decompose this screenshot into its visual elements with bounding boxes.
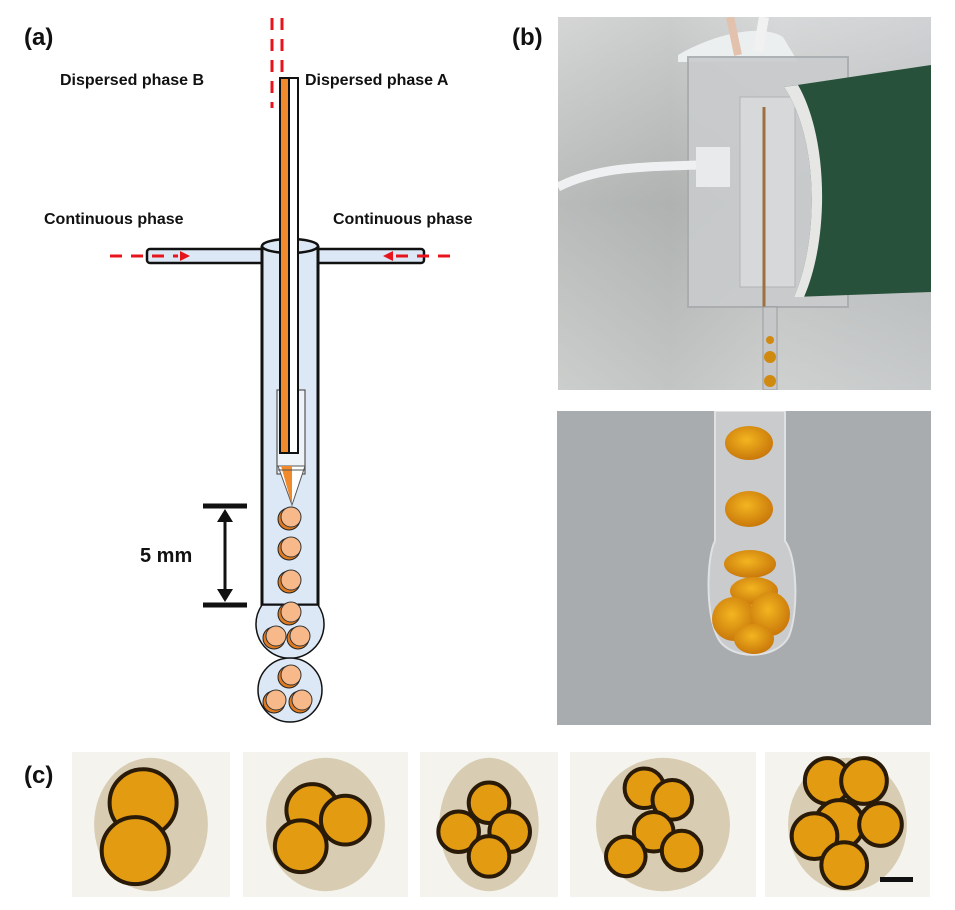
- core-droplet: [272, 818, 329, 875]
- droplet: [280, 536, 302, 558]
- micrograph-4: [570, 752, 756, 897]
- side-tubing: [558, 160, 699, 192]
- droplet: [280, 569, 302, 591]
- capillary-a: [288, 77, 299, 454]
- core-droplet: [819, 840, 870, 890]
- core-droplet: [318, 793, 372, 847]
- panel-label-c: (c): [24, 762, 54, 789]
- core-droplet: [659, 828, 704, 873]
- core-droplet: [839, 756, 889, 806]
- droplet: [291, 689, 313, 711]
- arrow-left-icon: [383, 251, 393, 261]
- droplet: [280, 664, 302, 686]
- tube-tip-photo: [557, 411, 931, 725]
- droplet: [265, 689, 287, 711]
- core-droplet: [789, 811, 840, 861]
- arrow-right-icon: [180, 251, 190, 261]
- core-droplet: [857, 801, 904, 848]
- label-dispersed-phase-b: Dispersed phase B: [60, 72, 205, 89]
- scale-bar: [203, 503, 247, 608]
- device-photo: [558, 17, 931, 390]
- outlet-capillary: [762, 306, 778, 390]
- droplet: [280, 506, 302, 528]
- scale-label-5mm: 5 mm: [140, 545, 193, 567]
- panel-label-a: (a): [24, 24, 54, 51]
- micrograph-3: [420, 752, 558, 897]
- core-droplet: [466, 834, 512, 879]
- nozzle-orange: [281, 466, 292, 505]
- arrow-up-icon: [217, 509, 233, 522]
- panel-label-b: (b): [512, 24, 543, 51]
- capillary-b: [279, 77, 290, 454]
- core-droplet: [604, 834, 648, 879]
- droplet: [280, 601, 302, 623]
- micrograph-1: [72, 752, 230, 897]
- label-continuous-phase-right: Continuous phase: [333, 211, 473, 228]
- green-holder: [784, 65, 931, 297]
- side-channel-left: [145, 247, 267, 265]
- micrograph-scale-bar: [880, 877, 913, 882]
- micrograph-5: [765, 752, 930, 897]
- core-droplet: [436, 809, 481, 855]
- core-droplet: [650, 778, 695, 822]
- droplet: [289, 625, 311, 647]
- micrograph-2: [243, 752, 408, 897]
- core-droplet: [99, 815, 171, 887]
- arrow-down-icon: [217, 589, 233, 602]
- label-dispersed-phase-a: Dispersed phase A: [305, 72, 449, 89]
- droplets: [277, 506, 302, 594]
- droplet: [265, 625, 287, 647]
- label-continuous-phase-left: Continuous phase: [44, 211, 184, 228]
